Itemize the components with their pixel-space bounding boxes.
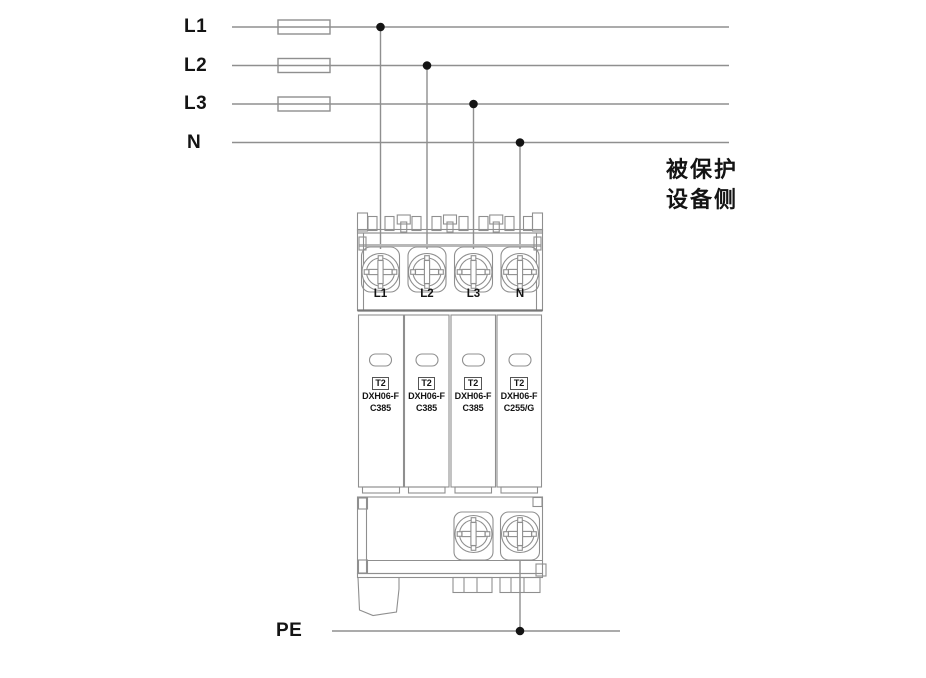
module-4-model: DXH06-F <box>500 391 538 401</box>
module-2-spec: C385 <box>415 402 438 413</box>
module-row <box>357 314 543 494</box>
junction-dot-l2 <box>422 61 432 70</box>
line-label-l1: L1 <box>184 16 208 37</box>
line-label-l3: L3 <box>184 93 208 114</box>
terminal-label-l2: L2 <box>420 288 434 300</box>
module-1-spec: C385 <box>369 402 392 413</box>
module-2-indicator-icon <box>415 353 439 367</box>
module-3-label: T2 DXH06-F C385 <box>450 377 496 414</box>
bottom-block <box>356 496 547 579</box>
junction-dot-pe <box>515 626 525 636</box>
pe-plate-2 <box>499 511 541 561</box>
spd-device <box>356 212 547 617</box>
feeder-lines <box>232 26 729 632</box>
drop-wires <box>379 27 521 631</box>
fuse-l3-icon <box>277 96 331 112</box>
top-teeth <box>356 212 544 234</box>
module-3-model: DXH06-F <box>454 391 492 401</box>
terminal-label-n: N <box>515 288 525 300</box>
terminal-label-l1: L1 <box>373 288 388 300</box>
junction-dot-l3 <box>469 99 478 109</box>
module-4-label: T2 DXH06-F C255/G <box>496 377 542 414</box>
module-4-indicator-icon <box>508 353 532 367</box>
terminal-screw-n-icon <box>500 252 540 292</box>
terminal-plate-l3 <box>453 246 494 293</box>
module-2-class-badge: T2 <box>417 377 436 390</box>
terminal-screw-l3-icon <box>454 252 493 292</box>
module-1-indicator-icon <box>368 353 393 367</box>
pe-screw-1-icon <box>454 514 493 554</box>
module-2-label: T2 DXH06-F C385 <box>404 377 449 414</box>
protected-side-note-line1: 被保护 <box>666 157 739 182</box>
terminal-screw-l1-icon <box>361 252 400 292</box>
terminal-plate-l2 <box>407 246 447 293</box>
module-4-class-badge: T2 <box>510 377 528 390</box>
terminal-plate-l1 <box>360 246 401 293</box>
protected-side-note-line2: 设备侧 <box>666 187 739 212</box>
terminal-plate-n <box>500 246 540 293</box>
junction-dot-n <box>515 138 525 147</box>
protected-side-note: 被保护 设备侧 <box>666 155 738 215</box>
fuse-l2-icon <box>277 57 331 74</box>
module-1-label: T2 DXH06-F C385 <box>358 377 403 414</box>
module-2-model: DXH06-F <box>408 391 445 401</box>
line-label-pe: PE <box>276 620 303 641</box>
pe-plate-1 <box>453 511 494 561</box>
bottom-teeth <box>452 576 541 594</box>
terminal-label-l3: L3 <box>466 288 481 300</box>
module-1-class-badge: T2 <box>371 377 390 390</box>
module-3-indicator-icon <box>461 353 486 367</box>
terminal-screw-l2-icon <box>407 252 447 292</box>
din-rail-clip <box>357 576 400 617</box>
terminal-block <box>356 232 544 312</box>
module-3-spec: C385 <box>462 402 484 413</box>
junction-dots <box>376 22 525 636</box>
line-label-n: N <box>187 131 202 153</box>
fuse-l1-icon <box>277 19 331 35</box>
junction-dot-l1 <box>376 22 385 32</box>
module-1-model: DXH06-F <box>362 391 399 401</box>
line-label-l2: L2 <box>184 54 208 76</box>
fuses <box>277 19 331 112</box>
module-3-class-badge: T2 <box>464 377 482 390</box>
module-4-spec: C255/G <box>503 402 535 413</box>
pe-screw-2-icon <box>500 514 540 554</box>
